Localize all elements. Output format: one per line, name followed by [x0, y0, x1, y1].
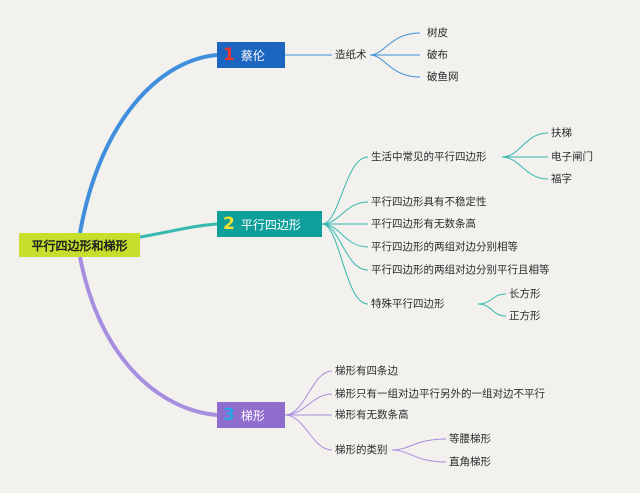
leaf-wushutiaogao[interactable]: 平行四边形有无数条高 — [371, 218, 476, 230]
connector-zaozhishu-poyuwang — [369, 54, 421, 78]
branch-node-trapezoid[interactable]: 3 梯形 — [217, 402, 285, 428]
connector-b2-pingxing — [321, 223, 369, 271]
leaf-yizuduibian[interactable]: 梯形只有一组对边平行另外的一组对边不平行 — [335, 388, 545, 400]
leaf-duibianpingxing[interactable]: 平行四边形的两组对边分别平行且相等 — [371, 264, 550, 276]
connector-b3-yizu — [284, 393, 333, 416]
leaf-duibianxiangdeng[interactable]: 平行四边形的两组对边分别相等 — [371, 241, 518, 253]
connector-teshu-changfang — [477, 293, 507, 305]
leaf-teshu[interactable]: 特殊平行四边形 — [371, 298, 445, 310]
connector-teshu-zhengfang — [477, 303, 507, 317]
connector-b2-xiangdeng — [321, 223, 369, 248]
branch-label: 蔡伦 — [240, 48, 265, 63]
leaf-poyuwang[interactable]: 破鱼网 — [427, 71, 459, 83]
connector-root-branch1 — [78, 53, 218, 234]
leaf-zhijiaotixing[interactable]: 直角梯形 — [449, 456, 491, 468]
leaf-wushutiaogao-tixing[interactable]: 梯形有无数条高 — [335, 409, 409, 421]
leaf-fuzi[interactable]: 福字 — [551, 173, 572, 185]
root-label: 平行四边形和梯形 — [31, 238, 128, 253]
leaf-zaozhishu[interactable]: 造纸术 — [335, 49, 367, 61]
branch-number: 3 — [223, 405, 235, 425]
leaf-dengyaotixing[interactable]: 等腰梯形 — [449, 433, 491, 445]
branch-label: 梯形 — [240, 408, 265, 423]
connector-b3-sitiao — [284, 370, 333, 416]
connector-leibie-dengyao — [391, 438, 447, 451]
leaf-changfangxing[interactable]: 长方形 — [509, 288, 541, 300]
root-node[interactable]: 平行四边形和梯形 — [19, 233, 140, 257]
connector-root-branch2 — [139, 222, 218, 239]
leaf-buwending[interactable]: 平行四边形具有不稳定性 — [371, 196, 487, 208]
leaf-shenghuo[interactable]: 生活中常见的平行四边形 — [371, 151, 487, 163]
leaf-zhengfangxing[interactable]: 正方形 — [509, 310, 541, 322]
connector-b2-buwending — [321, 201, 369, 225]
connector-shenghuo-fuzi — [501, 156, 549, 180]
leaf-futi[interactable]: 扶梯 — [551, 127, 572, 139]
branch-node-cailun[interactable]: 1 蔡伦 — [217, 42, 285, 68]
connector-root-branch3 — [78, 256, 218, 417]
connector-leibie-zhijiao — [391, 449, 447, 463]
branch-number: 1 — [223, 45, 235, 65]
connector-b3-leibie — [284, 414, 333, 451]
leaf-pobu[interactable]: 破布 — [427, 49, 448, 61]
leaf-shupi[interactable]: 树皮 — [427, 27, 448, 39]
connector-b2-shenghuo — [321, 156, 369, 225]
connector-zaozhishu-shupi — [369, 32, 421, 56]
leaf-sitiaobian[interactable]: 梯形有四条边 — [335, 365, 398, 377]
branch-node-parallelogram[interactable]: 2 平行四边形 — [217, 211, 322, 237]
connector-shenghuo-futi — [501, 132, 549, 158]
connector-b2-teshu — [321, 223, 369, 305]
branch-number: 2 — [223, 214, 235, 234]
branch-label: 平行四边形 — [240, 217, 301, 232]
leaf-leibie[interactable]: 梯形的类别 — [335, 444, 388, 456]
leaf-dianzizhamen[interactable]: 电子闸门 — [551, 151, 593, 163]
